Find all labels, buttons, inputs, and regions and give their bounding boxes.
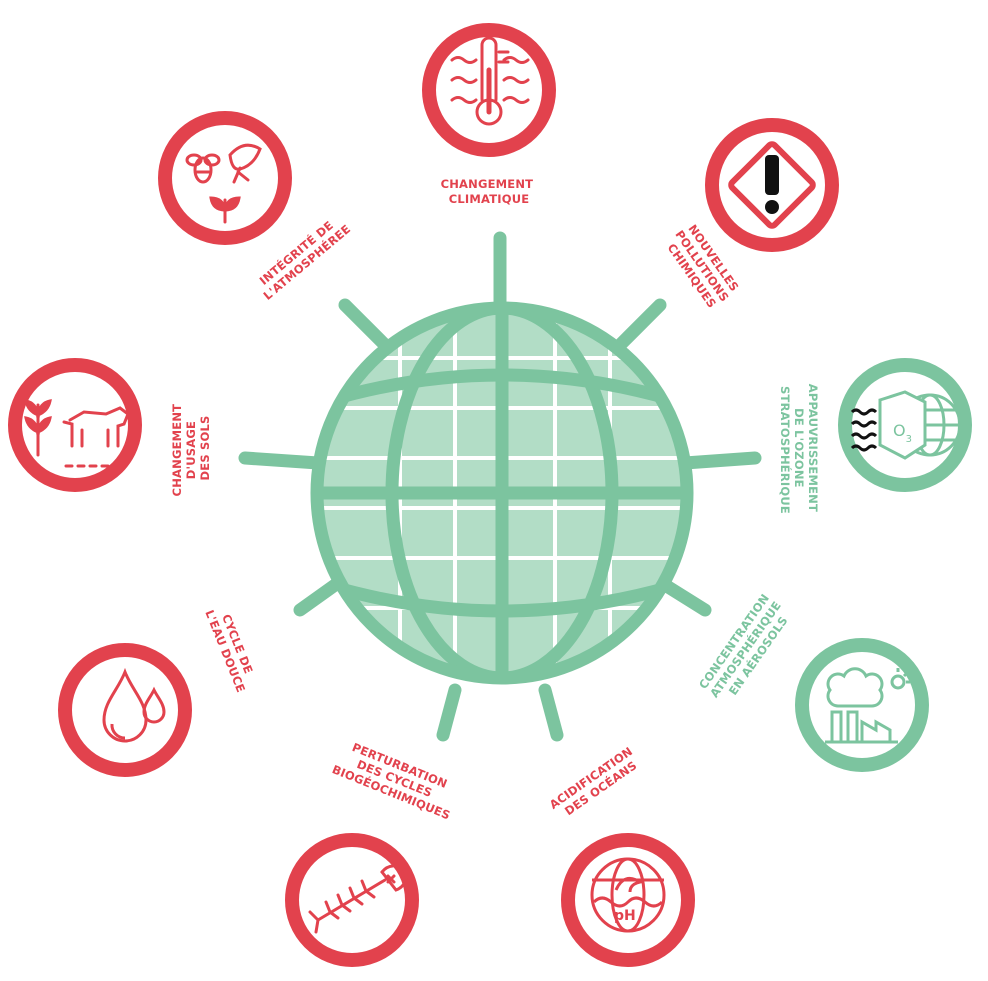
boundary-label: CHANGEMENT D'USAGE DES SOLS (170, 400, 212, 497)
water-drops-icon (102, 667, 166, 743)
boundary-climate: CHANGEMENT CLIMATIQUE (422, 23, 556, 206)
boundary-freshwater: CYCLE DE L'EAU DOUCE (58, 603, 261, 777)
ozone-symbol: O3 (893, 421, 912, 445)
bee-fish-plant-icon (185, 143, 262, 224)
boundary-ozone: O3 APPAUVRISSEMENT DE L'OZONE STRATOSPHÉ… (778, 358, 972, 517)
boundary-label: PERTURBATION DES CYCLES BIOGÉOCHIMIQUES (330, 736, 463, 822)
boundary-biosphere: INTÉGRITÉ DE L'ATMOSPHÉREE (158, 111, 353, 303)
boundary-label: ACIDIFICATION DES OCÉANS (547, 742, 647, 824)
globe-rays (238, 231, 762, 742)
plant-cow-icon (24, 399, 130, 468)
boundary-ocean: pH ACIDIFICATION DES OCÉANS (547, 742, 695, 967)
ph-symbol: pH (614, 908, 636, 924)
globe-icon (310, 301, 694, 685)
status-ring (58, 643, 192, 777)
thermometer-waves-icon (450, 36, 530, 126)
status-ring (8, 358, 142, 492)
boundary-biogeochemical: PERTURBATION DES CYCLES BIOGÉOCHIMIQUES (285, 736, 463, 967)
hazard-warning-icon (728, 141, 816, 229)
boundary-label: CHANGEMENT CLIMATIQUE (441, 177, 538, 206)
factory-smog-icon (825, 667, 910, 744)
boundary-label: CONCENTRATION ATMOSPHÉRIQUE EN AÉROSOLS (696, 587, 798, 708)
ocean-ph-globe-icon (590, 857, 666, 933)
boundary-landuse: CHANGEMENT D'USAGE DES SOLS (8, 358, 212, 497)
boundary-label: APPAUVRISSEMENT DE L'OZONE STRATOSPHÉRIQ… (778, 384, 820, 517)
boundary-label: CYCLE DE L'EAU DOUCE (202, 603, 261, 695)
ozone-shield-globe-icon (850, 390, 962, 460)
fish-skeleton-icon (308, 864, 408, 934)
boundary-aerosols: CONCENTRATION ATMOSPHÉRIQUE EN AÉROSOLS (696, 587, 929, 772)
boundary-chemical: NOUVELLES POLLUTIONS CHIMIQUES (665, 118, 839, 311)
